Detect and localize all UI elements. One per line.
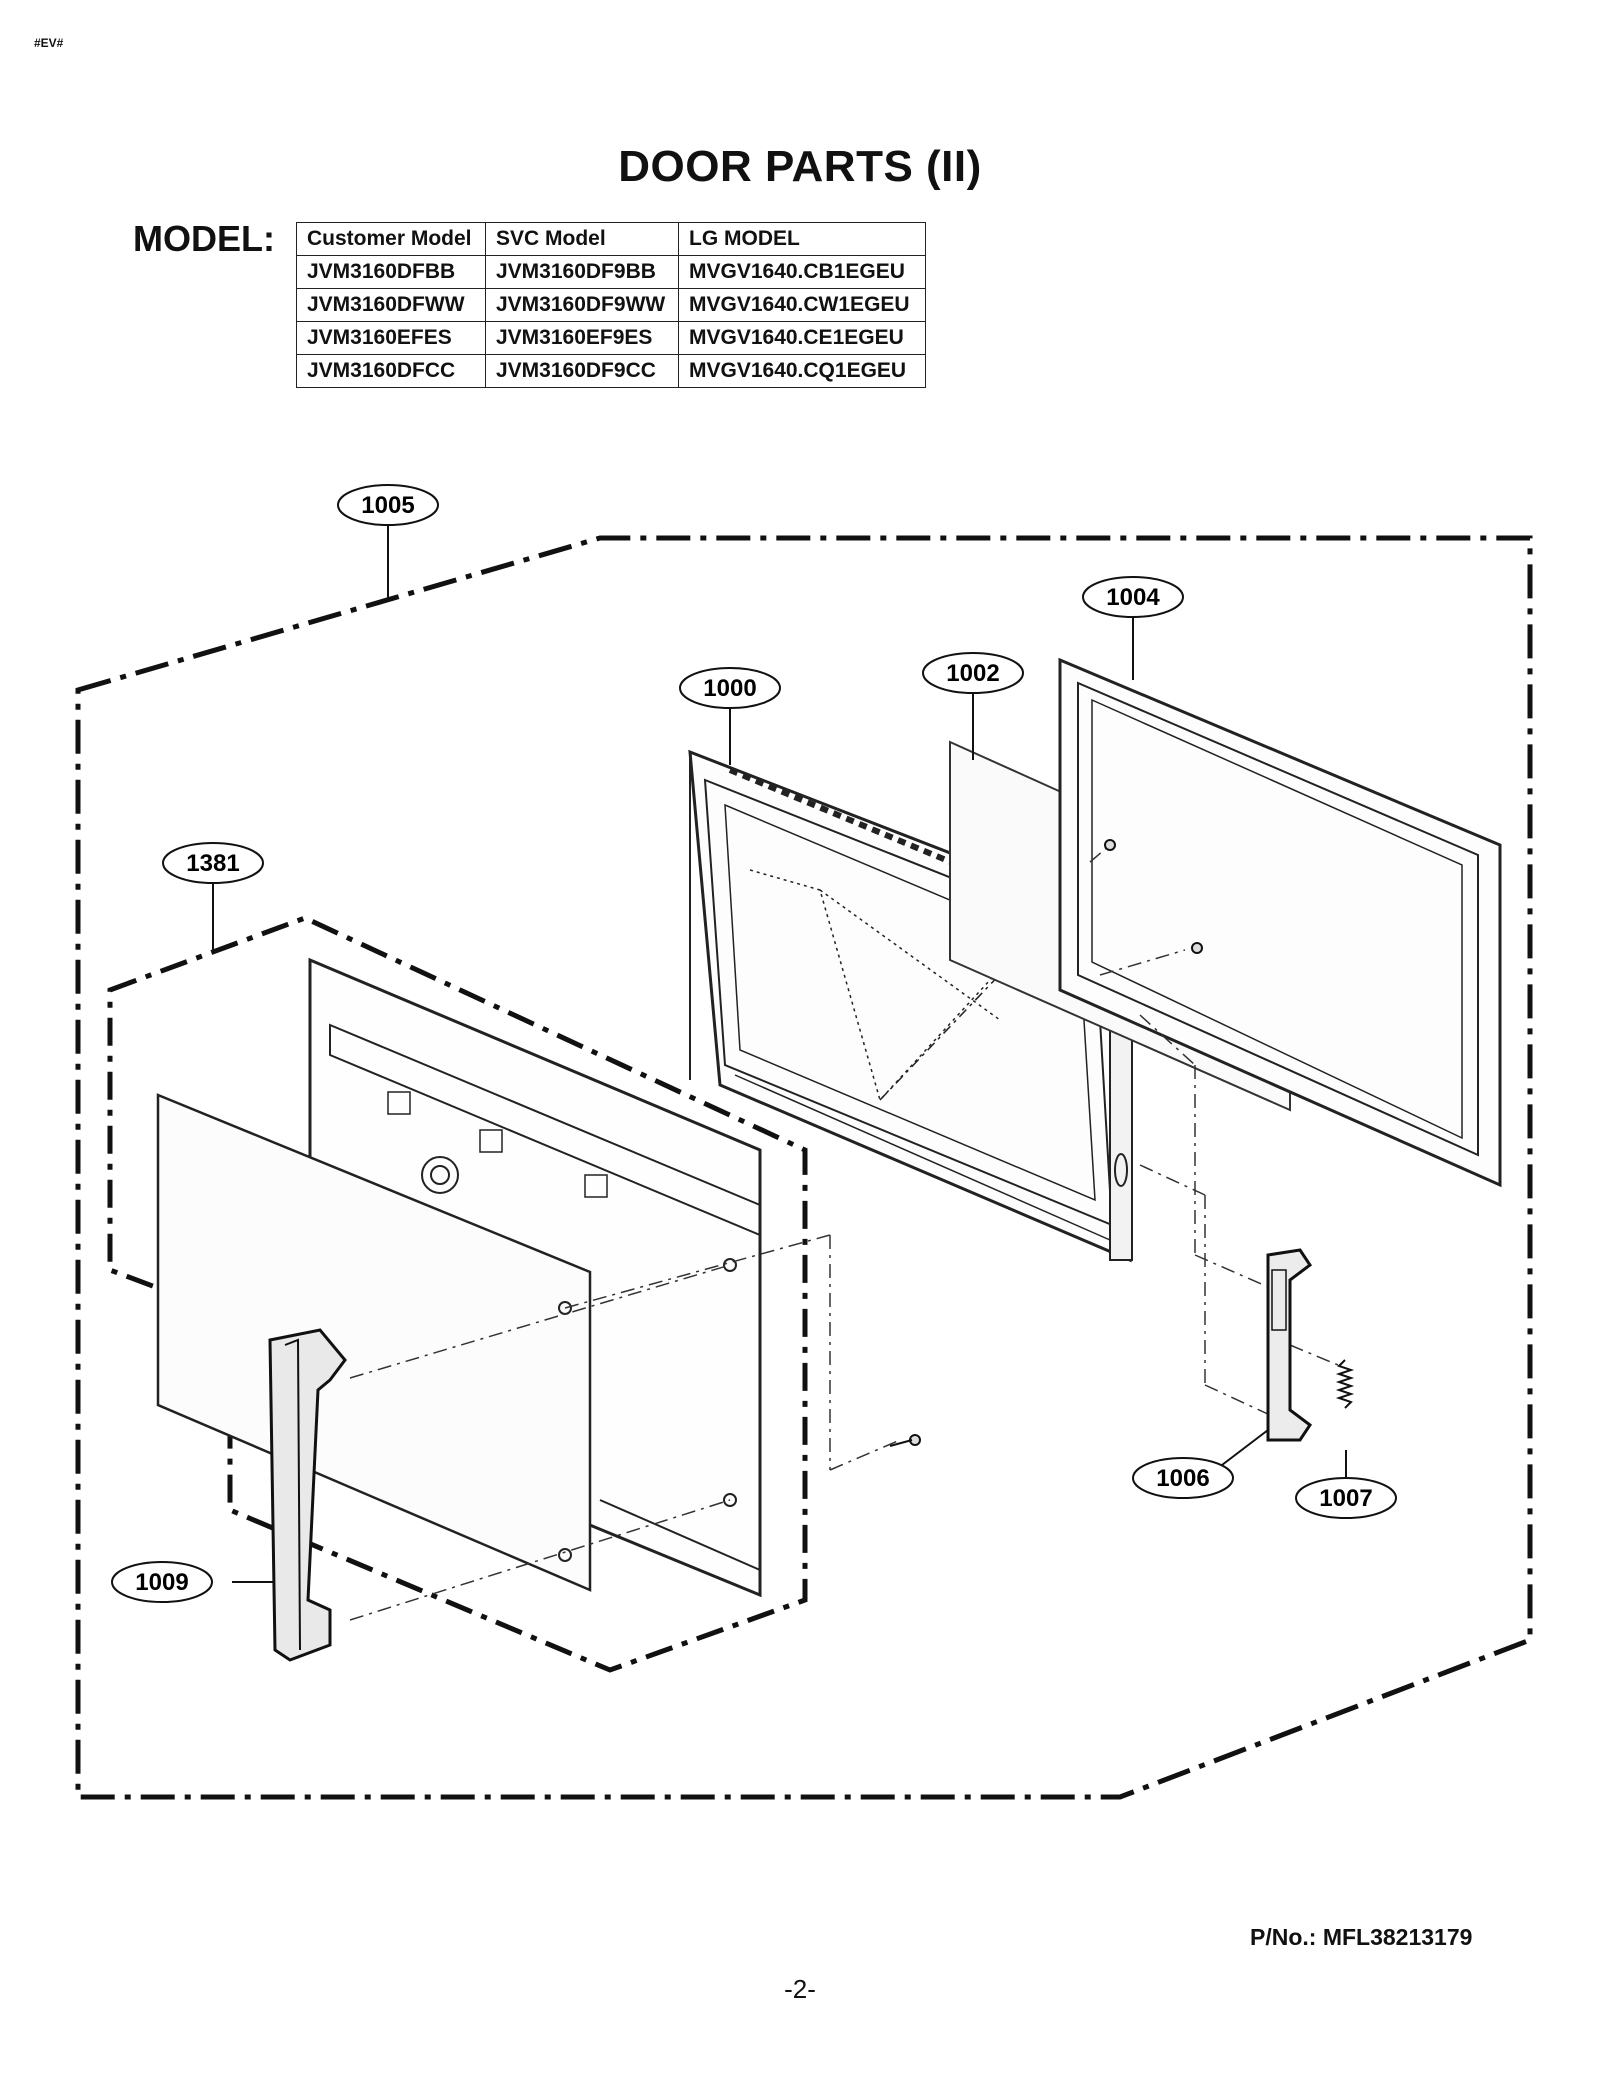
callout-1000: 1000 <box>679 667 781 709</box>
header-lg-model: LG MODEL <box>678 222 926 256</box>
callout-label: 1009 <box>135 1569 188 1596</box>
callout-1009: 1009 <box>111 1561 213 1603</box>
callout-label: 1006 <box>1156 1465 1209 1492</box>
callout-label: 1000 <box>703 675 756 702</box>
callout-label: 1007 <box>1319 1485 1372 1512</box>
screw-hole <box>723 1258 737 1272</box>
latch-hook-1006 <box>1266 1248 1313 1442</box>
callout-1381: 1381 <box>162 842 264 884</box>
model-table: Customer Model SVC Model LG MODEL JVM316… <box>296 222 926 388</box>
screw-hole <box>723 1493 737 1507</box>
table-row: JVM3160DFBB JVM3160DF9BB MVGV1640.CB1EGE… <box>296 255 926 289</box>
table-cell: JVM3160DF9CC <box>485 354 679 388</box>
part-number: P/No.: MFL38213179 <box>1250 1924 1473 1950</box>
door-glass <box>156 1093 592 1592</box>
page-title: DOOR PARTS (II) <box>618 142 982 191</box>
table-cell: MVGV1640.CW1EGEU <box>678 288 926 322</box>
callout-1007: 1007 <box>1295 1477 1397 1519</box>
assembly-leaders <box>349 844 1351 1621</box>
callout-leaders <box>212 525 1347 1583</box>
table-cell: JVM3160EFES <box>296 321 486 355</box>
choke-frame-1004 <box>1058 657 1502 1188</box>
callout-1005: 1005 <box>337 484 439 526</box>
callout-1004: 1004 <box>1082 576 1184 618</box>
table-cell: JVM3160DFWW <box>296 288 486 322</box>
callout-label: 1002 <box>946 660 999 687</box>
latch-spring-1007 <box>1335 1359 1355 1409</box>
header-customer-model: Customer Model <box>296 222 486 256</box>
callout-1006: 1006 <box>1132 1457 1234 1499</box>
callout-label: 1004 <box>1106 584 1160 611</box>
header-svc-model: SVC Model <box>485 222 679 256</box>
page-number: -2- <box>784 1974 816 2004</box>
assembly-boundary-1381 <box>107 915 808 1673</box>
table-header-row: Customer Model SVC Model LG MODEL <box>296 222 926 256</box>
screw-1 <box>889 1434 921 1447</box>
table-cell: MVGV1640.CB1EGEU <box>678 255 926 289</box>
screw-hole <box>558 1548 572 1562</box>
table-row: JVM3160DFCC JVM3160DF9CC MVGV1640.CQ1EGE… <box>296 354 926 388</box>
table-cell: JVM3160DFBB <box>296 255 486 289</box>
assembly-boundary-1005 <box>75 535 1533 1800</box>
model-label: MODEL: <box>133 218 275 259</box>
corner-tag: #EV# <box>34 36 64 50</box>
callout-label: 1005 <box>361 492 414 519</box>
table-cell: MVGV1640.CQ1EGEU <box>678 354 926 388</box>
table-cell: JVM3160EF9ES <box>485 321 679 355</box>
screw-2 <box>1191 942 1203 954</box>
callout-1002: 1002 <box>922 652 1024 694</box>
callout-label: 1381 <box>186 850 239 877</box>
door-handle-1009 <box>268 1328 347 1662</box>
table-cell: JVM3160DFCC <box>296 354 486 388</box>
screw-3 <box>1104 839 1116 851</box>
